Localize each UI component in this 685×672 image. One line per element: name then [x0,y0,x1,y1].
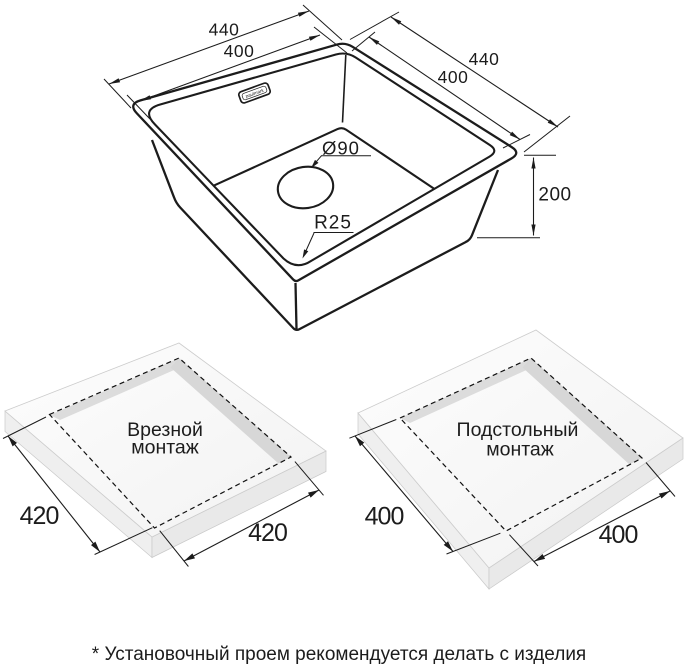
svg-text:R25: R25 [314,213,352,234]
svg-text:400: 400 [365,503,404,531]
svg-text:400: 400 [224,41,255,61]
svg-text:монтаж: монтаж [131,437,199,459]
svg-text:420: 420 [20,502,59,530]
svg-text:200: 200 [538,185,571,206]
svg-text:монтаж: монтаж [486,439,554,461]
svg-text:Подстольный: Подстольный [457,419,579,441]
svg-text:400: 400 [599,521,638,549]
svg-text:440: 440 [209,20,240,40]
svg-text:Врезной: Врезной [127,419,203,441]
svg-text:400: 400 [438,67,469,87]
svg-text:Ø90: Ø90 [322,137,360,158]
svg-text:paulmark: paulmark [245,87,265,98]
svg-text:440: 440 [469,49,500,69]
svg-text:* Установочный проем рекоменду: * Установочный проем рекомендуется делат… [92,644,586,665]
svg-text:420: 420 [248,519,287,547]
